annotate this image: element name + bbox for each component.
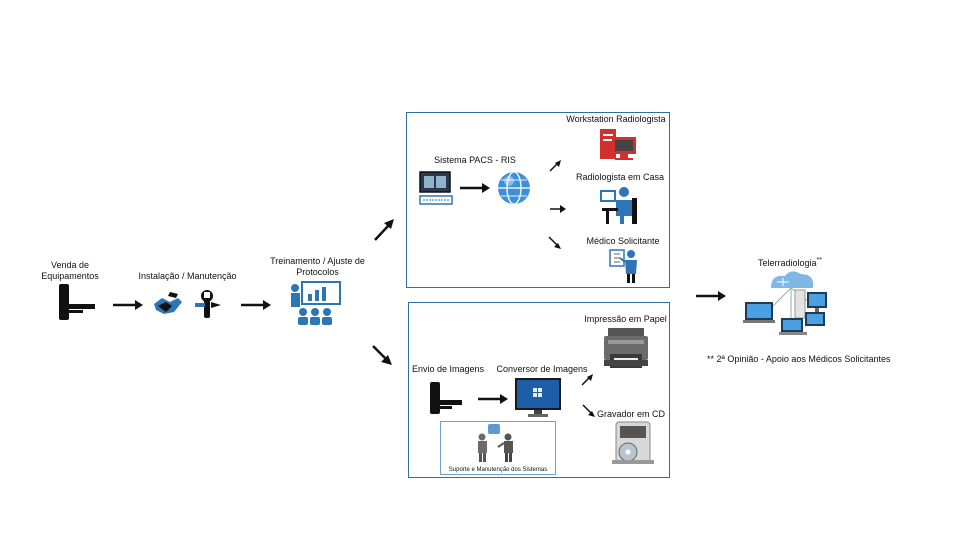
venda-label: Venda de Equipamentos: [30, 260, 110, 282]
treinamento-label-line1: Treinamento / Ajuste de: [270, 256, 365, 266]
flow-arrow-small: [550, 205, 566, 213]
instalacao-label: Instalação / Manutenção: [138, 271, 237, 281]
flow-arrow-small: [581, 374, 593, 386]
flow-arrow: [696, 291, 726, 301]
flow-arrow: [478, 394, 508, 404]
flow-arrow-small: [549, 160, 561, 172]
venda-label-line2: Equipamentos: [41, 271, 99, 281]
converter-monitor-icon: [515, 378, 561, 417]
wrench-icon: [195, 290, 221, 318]
treinamento-label: Treinamento / Ajuste de Protocolos: [265, 256, 370, 278]
flow-arrow-up: [374, 219, 394, 241]
doctor-xray-icon: [609, 249, 637, 283]
note-marker: **: [707, 354, 715, 364]
globe-icon: [498, 171, 530, 205]
flow-arrow-small: [548, 236, 561, 249]
workstation-icon: [600, 129, 636, 160]
casa-label: Radiologista em Casa: [575, 172, 665, 182]
tele-marker: **: [816, 257, 822, 264]
venda-label-line1: Venda de: [50, 260, 90, 270]
handshake-icon: [154, 292, 182, 314]
gravador-label: Gravador em CD: [596, 409, 666, 419]
xray-machine-icon: [59, 284, 95, 320]
training-presentation-icon: [291, 281, 341, 325]
radiologist-home-icon: [600, 187, 637, 224]
flow-arrow: [113, 300, 143, 310]
flow-arrow-small: [582, 404, 595, 417]
support-people-icon: [478, 424, 513, 462]
suporte-label: Suporte e Manutenção dos Sistemas: [448, 467, 548, 473]
treinamento-label-line2: Protocolos: [296, 267, 339, 277]
flow-arrow: [241, 300, 271, 310]
envio-label: Envio de Imagens: [412, 364, 485, 374]
conversor-label: Conversor de Imagens: [496, 364, 588, 374]
printer-icon: [604, 328, 648, 368]
note-text: ** 2ª Opinião - Apoio aos Médicos Solici…: [707, 354, 890, 365]
workstation-label: Workstation Radiologista: [566, 114, 666, 124]
impressao-label: Impressão em Papel: [584, 314, 667, 324]
cloud-network-icon: [743, 271, 827, 335]
tele-label: Telerradiologia**: [740, 255, 840, 269]
flow-arrow-down: [372, 345, 392, 365]
tele-label-text: Telerradiologia: [758, 258, 817, 268]
medico-label: Médico Solicitante: [586, 236, 660, 246]
flow-arrow: [460, 183, 490, 193]
xray-send-icon: [430, 382, 462, 414]
cd-burner-icon: [612, 421, 654, 464]
monitor-keyboard-icon: [419, 171, 453, 205]
note-body: 2ª Opinião - Apoio aos Médicos Solicitan…: [716, 354, 891, 364]
pacs-label: Sistema PACS - RIS: [434, 155, 516, 165]
